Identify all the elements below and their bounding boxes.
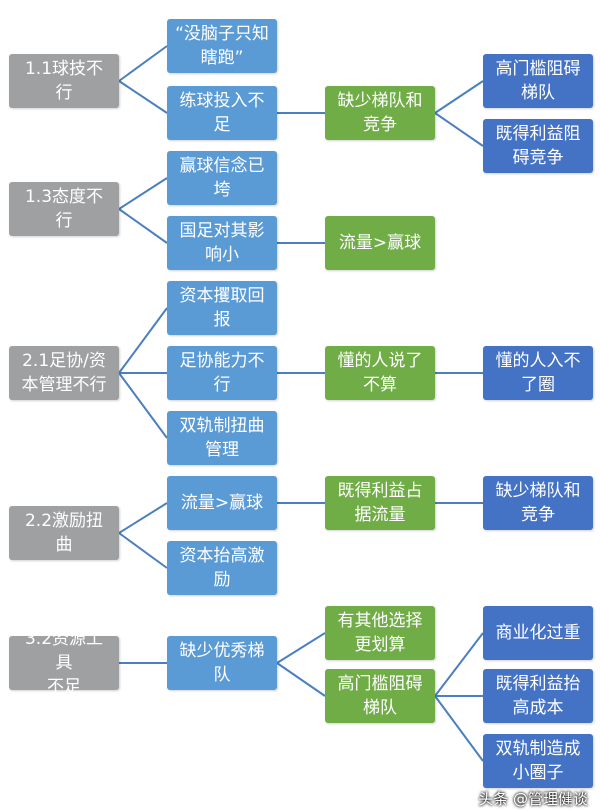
- node-dual-track-distorts-management: 双轨制扭曲 管理: [167, 411, 277, 465]
- node-brainless-running: “没脑子只知 瞎跑”: [167, 19, 277, 73]
- node-fa-incompetent: 足协能力不 行: [167, 346, 277, 400]
- node-insufficient-training: 练球投入不 足: [167, 86, 277, 140]
- node-2-2-incentive: 2.2激励扭曲: [9, 506, 119, 560]
- connector-n22-n22b: [118, 532, 168, 569]
- node-1-3-attitude: 1.3态度不行: [9, 182, 119, 236]
- connector-n32a2-n32a2c: [434, 695, 484, 762]
- node-dual-track-small-circles: 双轨制造成 小圈子: [483, 734, 593, 788]
- node-lack-pipeline-competition-navy: 缺少梯队和 竞争: [483, 476, 593, 530]
- connector-n32a-n32a2: [276, 662, 326, 697]
- connector-n22-n22a: [118, 502, 168, 534]
- node-winning-belief-collapsed: 赢球信念已 垮: [167, 151, 277, 205]
- connector-n13-n13a: [118, 177, 168, 210]
- node-traffic-over-winning: 流量>赢球: [167, 476, 277, 530]
- node-experts-no-say: 懂的人说了 不算: [325, 346, 435, 400]
- node-lack-of-talent-pipeline: 缺少优秀梯 队: [167, 636, 277, 690]
- node-better-alternatives: 有其他选择 更划算: [325, 606, 435, 660]
- node-3-2-resources: 3.2资源工具 不足: [9, 629, 119, 697]
- node-capital-grabs-returns: 资本攫取回 报: [167, 281, 277, 335]
- node-high-threshold-pipeline: 高门槛阻碍 梯队: [325, 669, 435, 723]
- node-traffic-over-winning-green: 流量>赢球: [325, 216, 435, 270]
- connector-n21-n21c: [118, 372, 168, 439]
- connector-n11b1-n11b1a: [434, 80, 484, 114]
- node-vested-interests-hold-traffic: 既得利益占 据流量: [325, 476, 435, 530]
- node-lack-pipeline-competition: 缺少梯队和 竞争: [325, 86, 435, 140]
- connector-n11-n11a: [118, 45, 168, 82]
- node-1-1-skill: 1.1球技不行: [9, 54, 119, 108]
- connector-n11b1-n11b1b: [434, 112, 484, 147]
- connector-n13-n13b: [118, 208, 168, 244]
- connector-n32a-n32a1: [276, 632, 326, 664]
- node-capital-raises-incentives: 资本抬高激 励: [167, 541, 277, 595]
- watermark-text: 头条 @管理健谈: [478, 790, 588, 808]
- node-experts-cant-enter-circle: 懂的人入不 了圈: [483, 346, 593, 400]
- connector-n21-n21a: [118, 307, 168, 374]
- connector-n32a2-n32a2a: [434, 632, 484, 697]
- node-vested-interests-raise-costs: 既得利益抬 高成本: [483, 669, 593, 723]
- node-over-commercialization: 商业化过重: [483, 606, 593, 660]
- connector-n11-n11b: [118, 80, 168, 114]
- node-2-1-management: 2.1足协/资 本管理不行: [9, 346, 119, 400]
- node-high-threshold-blocks-pipeline: 高门槛阻碍 梯队: [483, 54, 593, 108]
- node-vested-interests-block-competition: 既得利益阻 碍竞争: [483, 119, 593, 173]
- node-national-team-little-impact: 国足对其影 响小: [167, 216, 277, 270]
